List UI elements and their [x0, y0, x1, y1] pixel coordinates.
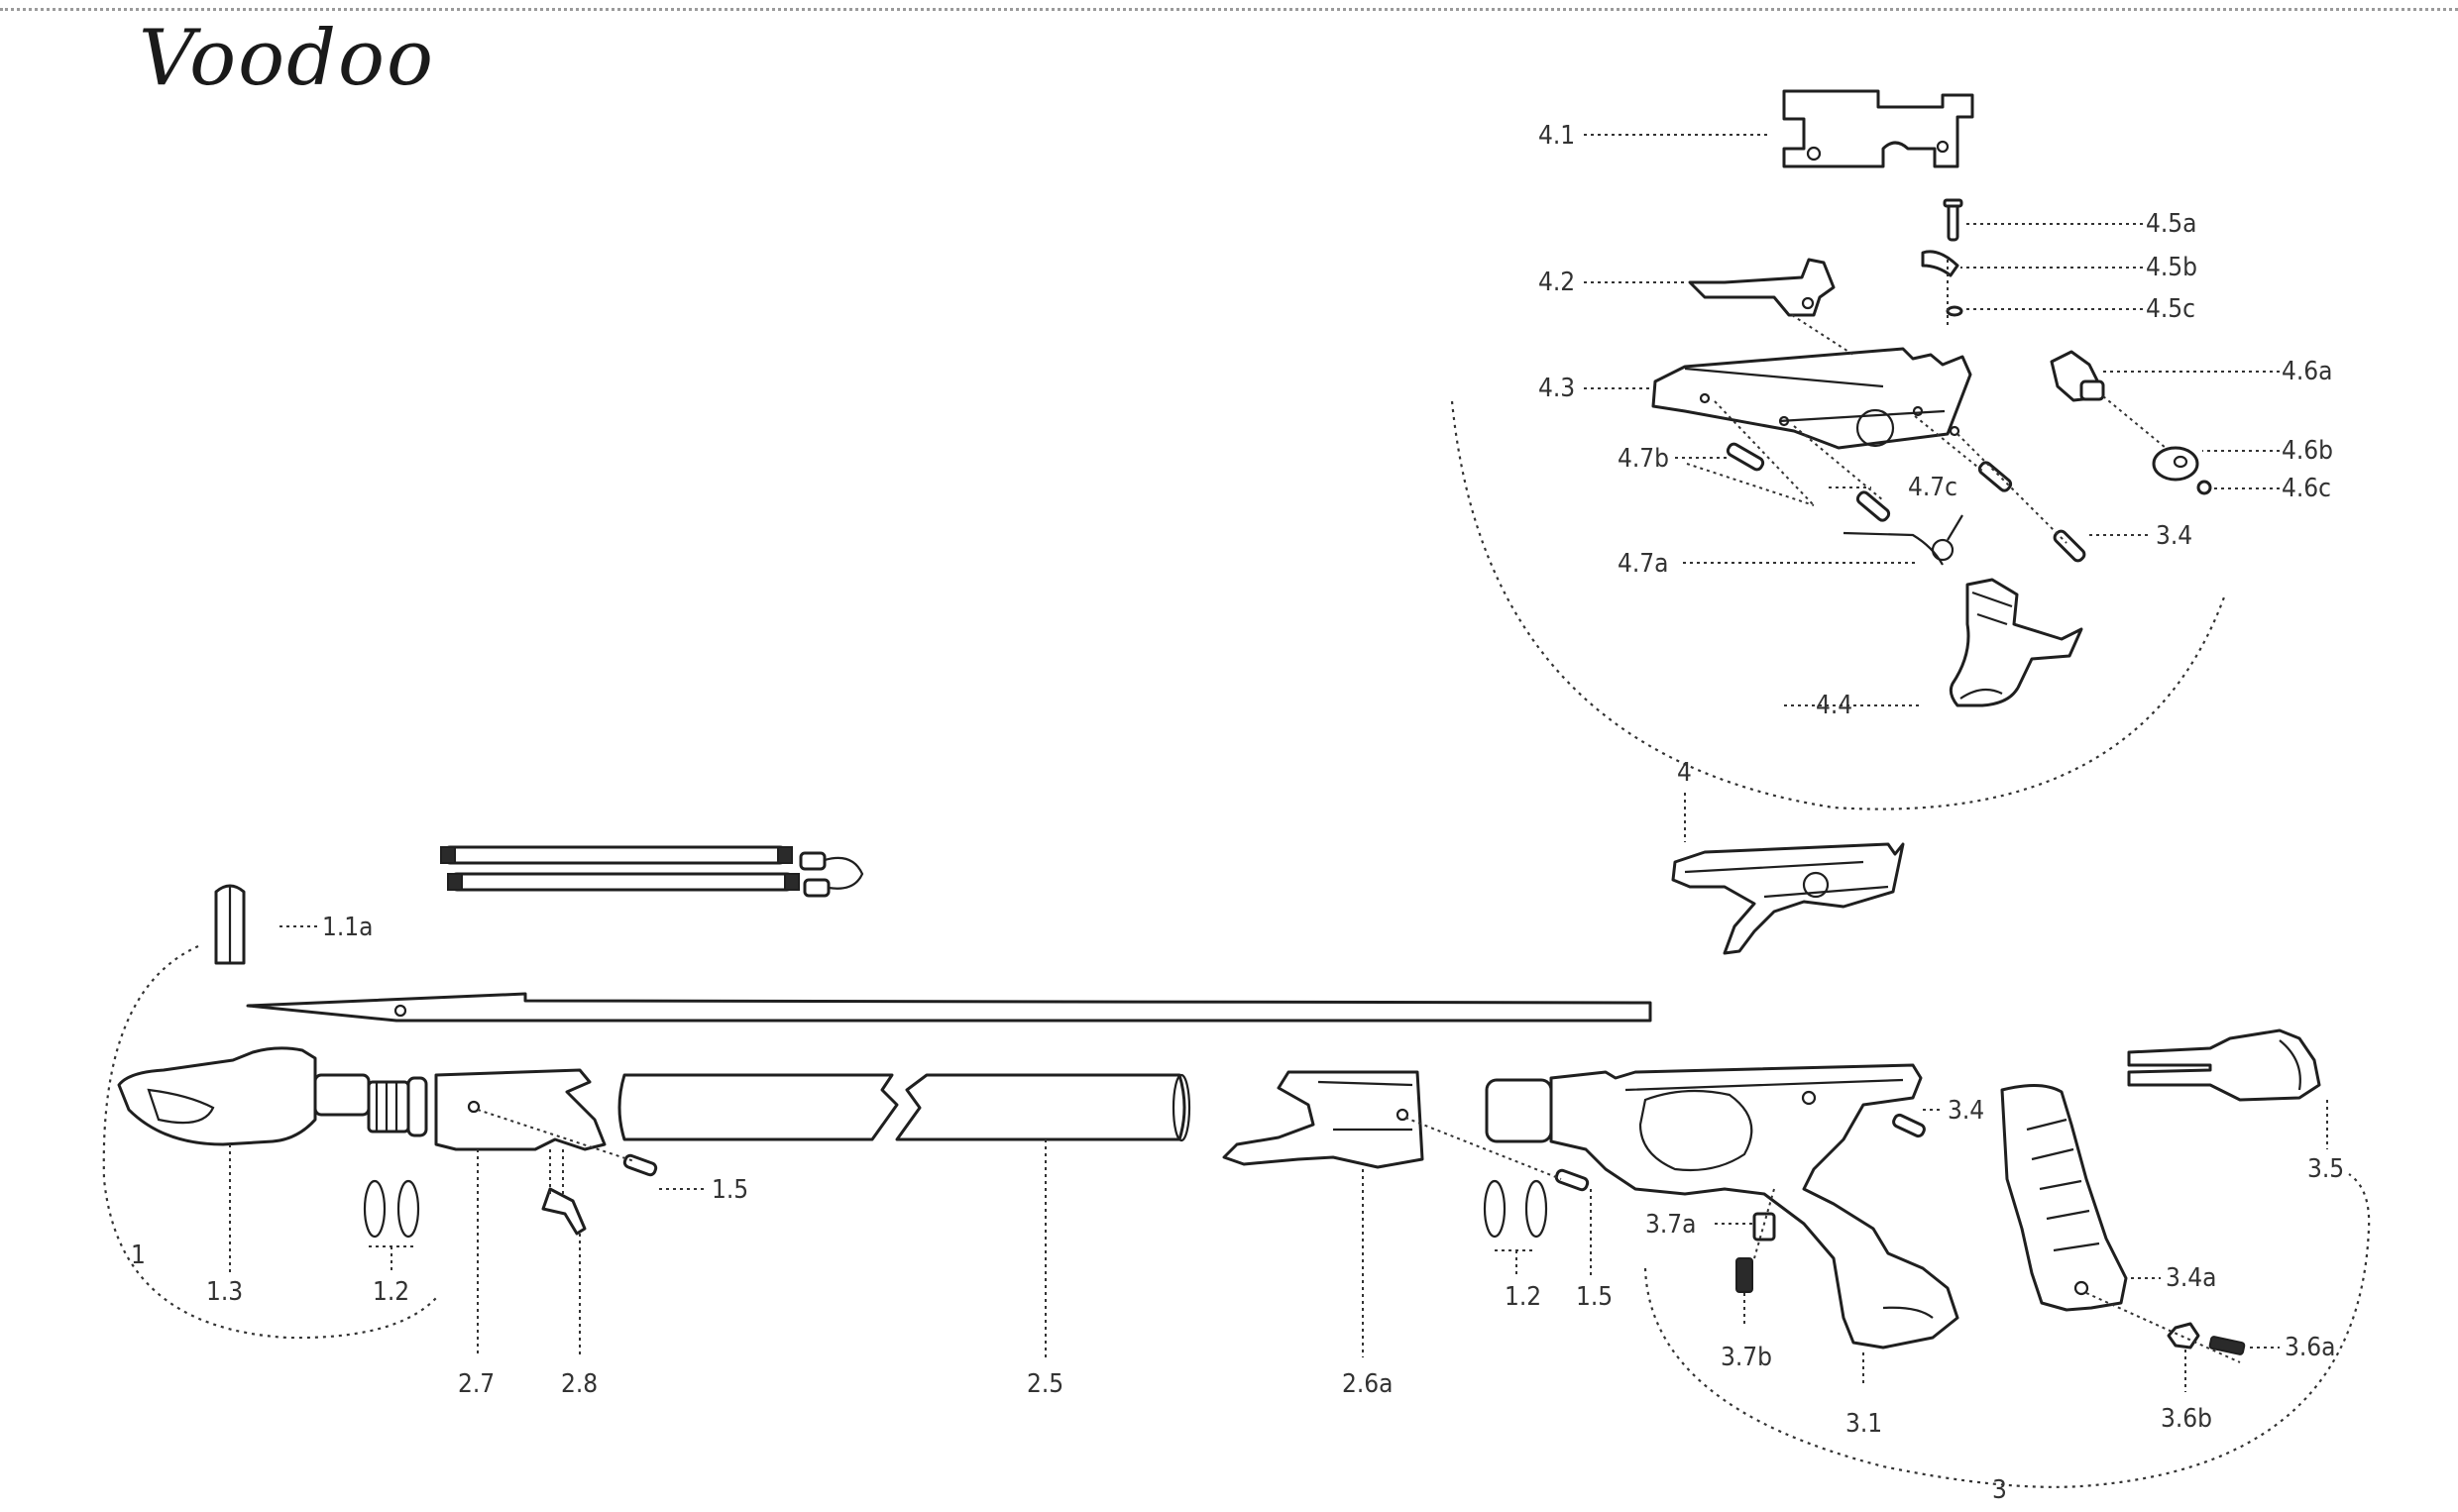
- label-4-7c: 4.7c: [1908, 473, 1957, 502]
- label-2-6a: 2.6a: [1342, 1369, 1394, 1399]
- label-1: 1: [131, 1241, 146, 1270]
- label-4-7b: 4.7b: [1618, 444, 1669, 474]
- label-4-6b: 4.6b: [2282, 436, 2333, 466]
- top-dotted-rule: [0, 8, 2458, 11]
- part-1-5-pin-left: [622, 1153, 658, 1177]
- part-4-7c-pin: [1855, 461, 2013, 522]
- part-3-7b-screw: [1735, 1257, 1753, 1293]
- part-2-6a-rear-sleeve: [1222, 1070, 1424, 1169]
- label-4-6c: 4.6c: [2282, 474, 2331, 503]
- part-rubber-bands: [440, 845, 864, 898]
- label-2-5: 2.5: [1027, 1369, 1063, 1399]
- label-1-2-right: 1.2: [1505, 1282, 1541, 1312]
- group-1-bracket-arc: [102, 944, 437, 1340]
- part-3-6b-washer: [2167, 1322, 2200, 1350]
- part-4-6c-ball: [2196, 480, 2212, 495]
- part-3-4-pin-right: [1892, 1113, 1926, 1138]
- label-4-5a: 4.5a: [2146, 209, 2197, 239]
- label-4-1: 4.1: [1538, 121, 1575, 151]
- label-3-7a: 3.7a: [1645, 1210, 1697, 1240]
- leaders-group-4: [1584, 134, 2280, 842]
- label-4-2: 4.2: [1538, 268, 1575, 297]
- label-4-7a: 4.7a: [1618, 549, 1669, 579]
- label-3-6a: 3.6a: [2285, 1333, 2336, 1362]
- label-4-5c: 4.5c: [2146, 294, 2195, 324]
- label-3: 3: [1992, 1475, 2007, 1505]
- label-1-3: 1.3: [206, 1277, 243, 1307]
- label-3-5: 3.5: [2307, 1154, 2344, 1184]
- part-2-5-barrel: [617, 1073, 1191, 1142]
- leaders-bottom: [229, 925, 2328, 1392]
- part-4-5b-clip: [1921, 250, 1959, 277]
- part-1-2-o-rings-right: [1483, 1179, 1548, 1239]
- part-3-4-pin-top: [2053, 529, 2086, 563]
- part-4-7a-spring: [1843, 514, 1963, 566]
- part-4-1-housing-cover: [1782, 89, 1974, 168]
- label-4-5b: 4.5b: [2146, 253, 2197, 282]
- part-4-assembled-mechanism: [1671, 842, 1905, 955]
- part-2-7-front-collar: [434, 1068, 607, 1151]
- part-4-6a-knob: [2050, 350, 2105, 402]
- part-4-2-sear-lever: [1688, 258, 1836, 317]
- label-1-2-left: 1.2: [373, 1277, 409, 1307]
- part-4-4-trigger: [1949, 578, 2083, 707]
- label-1-1a: 1.1a: [322, 913, 374, 942]
- label-4-4: 4.4: [1816, 691, 1852, 720]
- label-2-8: 2.8: [561, 1369, 598, 1399]
- part-3-6a-screw: [2208, 1336, 2246, 1355]
- label-2-7: 2.7: [458, 1369, 495, 1399]
- part-3-4a-grip-panel: [2000, 1084, 2128, 1312]
- part-4-5a-pin: [1943, 198, 1963, 242]
- part-1-2-o-rings-left: [363, 1179, 420, 1239]
- label-3-4a: 3.4a: [2166, 1263, 2217, 1293]
- part-4-5c-washer: [1946, 305, 1963, 317]
- label-3-1: 3.1: [1845, 1409, 1882, 1439]
- part-1-1a-muzzle-insert: [214, 884, 246, 965]
- group-4-bracket-arc: [1450, 400, 2227, 810]
- part-4-3-trigger-body: [1651, 347, 1972, 450]
- label-3-4-right: 3.4: [1948, 1096, 1984, 1126]
- part-4-6b-cap: [2152, 446, 2199, 482]
- label-1-5-left: 1.5: [712, 1175, 748, 1205]
- label-3-7b: 3.7b: [1721, 1343, 1772, 1372]
- part-3-5-line-release: [2127, 1028, 2321, 1102]
- label-4-6a: 4.6a: [2282, 357, 2333, 386]
- brand-logo: Voodoo: [139, 14, 435, 103]
- label-1-5-right: 1.5: [1576, 1282, 1613, 1312]
- part-1-5-pin-right: [1554, 1168, 1590, 1192]
- part-4-7b-pin: [1726, 442, 1765, 472]
- label-3-4-top: 3.4: [2156, 521, 2192, 551]
- callout-labels: 4.1 4.2 4.3 4.5a 4.5b 4.5c 4.6a 4.6b 4.6…: [131, 121, 2344, 1505]
- part-2-8-line-clip: [541, 1187, 587, 1236]
- part-3-7a-nut: [1752, 1212, 1776, 1242]
- label-4-3: 4.3: [1538, 374, 1575, 403]
- label-3-6b: 3.6b: [2161, 1404, 2212, 1434]
- part-3-1-handle-body: [1485, 1063, 1959, 1350]
- label-4: 4: [1677, 758, 1692, 788]
- part-shaft: [246, 992, 1652, 1023]
- part-1-3-muzzle-head: [117, 1046, 428, 1146]
